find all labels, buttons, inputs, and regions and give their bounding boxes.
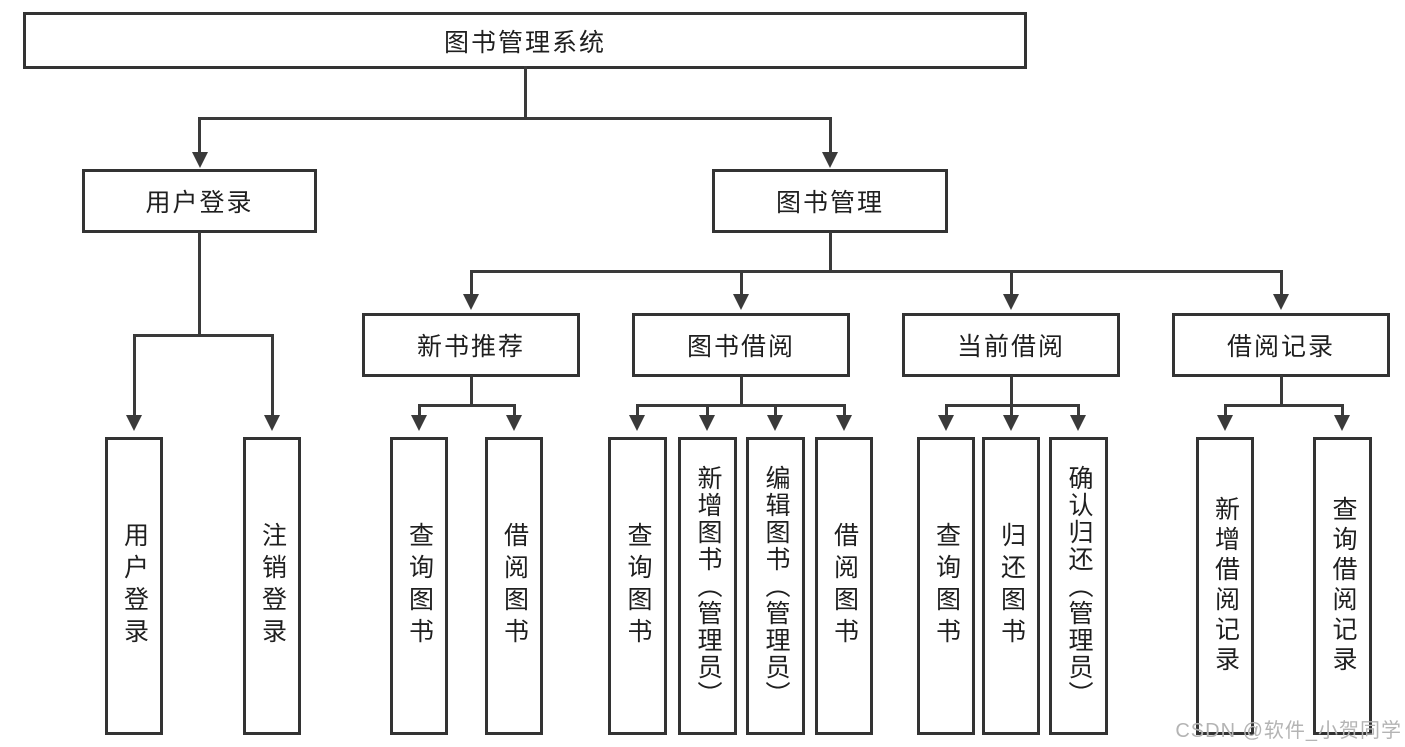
node-book-borrow-label: 图书借阅: [686, 333, 795, 361]
leaf-user-login: 用户登录: [105, 437, 163, 735]
leaf-add-borrow-record-label: 新增借阅记录: [1211, 496, 1240, 676]
node-root: 图书管理系统: [23, 12, 1027, 69]
connector-level3-hline: [469, 270, 1283, 273]
connector-current-leaf3-stem: [1076, 404, 1080, 417]
leaf-recommend-borrow-books: 借阅图书: [485, 437, 543, 735]
node-current-borrow: 当前借阅: [902, 313, 1120, 377]
leaf-edit-book-admin-label: 编辑图书（管理员）: [762, 464, 790, 708]
connector-recommend-group-hline: [417, 404, 516, 407]
node-new-book-recommend: 新书推荐: [362, 313, 580, 377]
leaf-query-borrow-record-label: 查询借阅记录: [1329, 496, 1357, 676]
connector-recommend-stem: [469, 270, 473, 295]
arrowhead-current-leaf3: [1070, 415, 1086, 431]
leaf-recommend-query-books: 查询图书: [390, 437, 448, 735]
arrowhead-borrow-leaf1: [629, 415, 645, 431]
node-user-login-label: 用户登录: [145, 189, 254, 217]
connector-records-group-stem: [1279, 375, 1283, 406]
leaf-edit-book-admin: 编辑图书（管理员）: [746, 437, 805, 735]
connector-login-group-stem: [198, 232, 201, 336]
arrowhead-current-leaf1: [938, 415, 954, 431]
node-borrow-records-label: 借阅记录: [1226, 333, 1335, 361]
leaf-logout: 注销登录: [243, 437, 301, 735]
connector-level2-hline: [198, 117, 832, 120]
connector-borrow-group-hline: [635, 404, 846, 407]
arrowhead-records-leaf1: [1217, 415, 1233, 431]
node-user-login: 用户登录: [82, 169, 317, 233]
connector-records-stem: [1279, 270, 1283, 295]
leaf-current-query-books: 查询图书: [917, 437, 975, 735]
arrowhead-records-leaf2: [1334, 415, 1350, 431]
connector-current-leaf2-stem: [1009, 404, 1013, 417]
connector-borrow-group-stem: [739, 375, 743, 406]
connector-management-group-stem: [828, 232, 832, 273]
leaf-add-borrow-record: 新增借阅记录: [1196, 437, 1254, 735]
node-book-management-label: 图书管理: [775, 189, 884, 217]
arrowhead-borrow: [733, 294, 749, 310]
leaf-add-book-admin: 新增图书（管理员）: [678, 437, 737, 735]
arrowhead-leaf-logout: [264, 415, 280, 431]
node-book-management: 图书管理: [712, 169, 948, 233]
connector-borrow-leaf2-stem: [705, 404, 709, 417]
leaf-logout-label: 注销登录: [258, 522, 287, 650]
connector-current-leaf1-stem: [944, 404, 948, 417]
leaf-user-login-label: 用户登录: [120, 522, 149, 650]
connector-leaf-user-login-stem: [132, 334, 136, 417]
arrowhead-leaf-user-login: [126, 415, 142, 431]
node-book-borrow: 图书借阅: [632, 313, 850, 377]
connector-book-management-stem: [828, 117, 832, 153]
connector-leaf-logout-stem: [270, 334, 274, 417]
arrowhead-borrow-leaf3: [767, 415, 783, 431]
leaf-current-query-books-label: 查询图书: [932, 522, 961, 650]
leaf-recommend-query-books-label: 查询图书: [405, 522, 434, 650]
connector-current-stem: [1009, 270, 1013, 295]
connector-records-leaf1-stem: [1223, 404, 1227, 417]
leaf-borrow-books: 借阅图书: [815, 437, 873, 735]
connector-login-group-hline: [132, 334, 274, 337]
leaf-return-books: 归还图书: [982, 437, 1040, 735]
connector-recommend-leaf2-stem: [512, 404, 516, 417]
connector-records-group-hline: [1223, 404, 1344, 407]
connector-recommend-group-stem: [469, 375, 473, 406]
arrowhead-recommend-leaf1: [411, 415, 427, 431]
watermark: CSDN @软件_小贺同学: [1175, 720, 1402, 742]
node-borrow-records: 借阅记录: [1172, 313, 1390, 377]
leaf-borrow-query-books-label: 查询图书: [624, 522, 652, 650]
node-current-borrow-label: 当前借阅: [956, 333, 1065, 361]
connector-records-leaf2-stem: [1340, 404, 1344, 417]
connector-root-stem: [523, 66, 527, 120]
connector-user-login-stem: [198, 117, 201, 153]
leaf-borrow-books-label: 借阅图书: [830, 522, 859, 650]
node-root-label: 图书管理系统: [443, 28, 606, 57]
node-new-book-recommend-label: 新书推荐: [416, 333, 525, 361]
arrowhead-borrow-leaf2: [699, 415, 715, 431]
arrowhead-borrow-leaf4: [836, 415, 852, 431]
leaf-confirm-return-admin: 确认归还（管理员）: [1049, 437, 1108, 735]
leaf-query-borrow-record: 查询借阅记录: [1313, 437, 1372, 735]
connector-borrow-leaf4-stem: [842, 404, 846, 417]
arrowhead-book-management: [822, 152, 838, 168]
arrowhead-records: [1273, 294, 1289, 310]
connector-borrow-stem: [739, 270, 743, 295]
arrowhead-user-login: [191, 152, 208, 168]
leaf-borrow-query-books: 查询图书: [608, 437, 667, 735]
leaf-add-book-admin-label: 新增图书（管理员）: [694, 464, 722, 708]
connector-borrow-leaf1-stem: [635, 404, 639, 417]
leaf-recommend-borrow-books-label: 借阅图书: [500, 522, 529, 650]
arrowhead-current: [1003, 294, 1019, 310]
leaf-confirm-return-admin-label: 确认归还（管理员）: [1065, 464, 1093, 708]
arrowhead-recommend: [463, 294, 479, 310]
leaf-return-books-label: 归还图书: [997, 522, 1026, 650]
arrowhead-current-leaf2: [1003, 415, 1019, 431]
connector-recommend-leaf1-stem: [417, 404, 421, 417]
connector-current-group-stem: [1009, 375, 1013, 406]
arrowhead-recommend-leaf2: [506, 415, 522, 431]
connector-borrow-leaf3-stem: [773, 404, 777, 417]
